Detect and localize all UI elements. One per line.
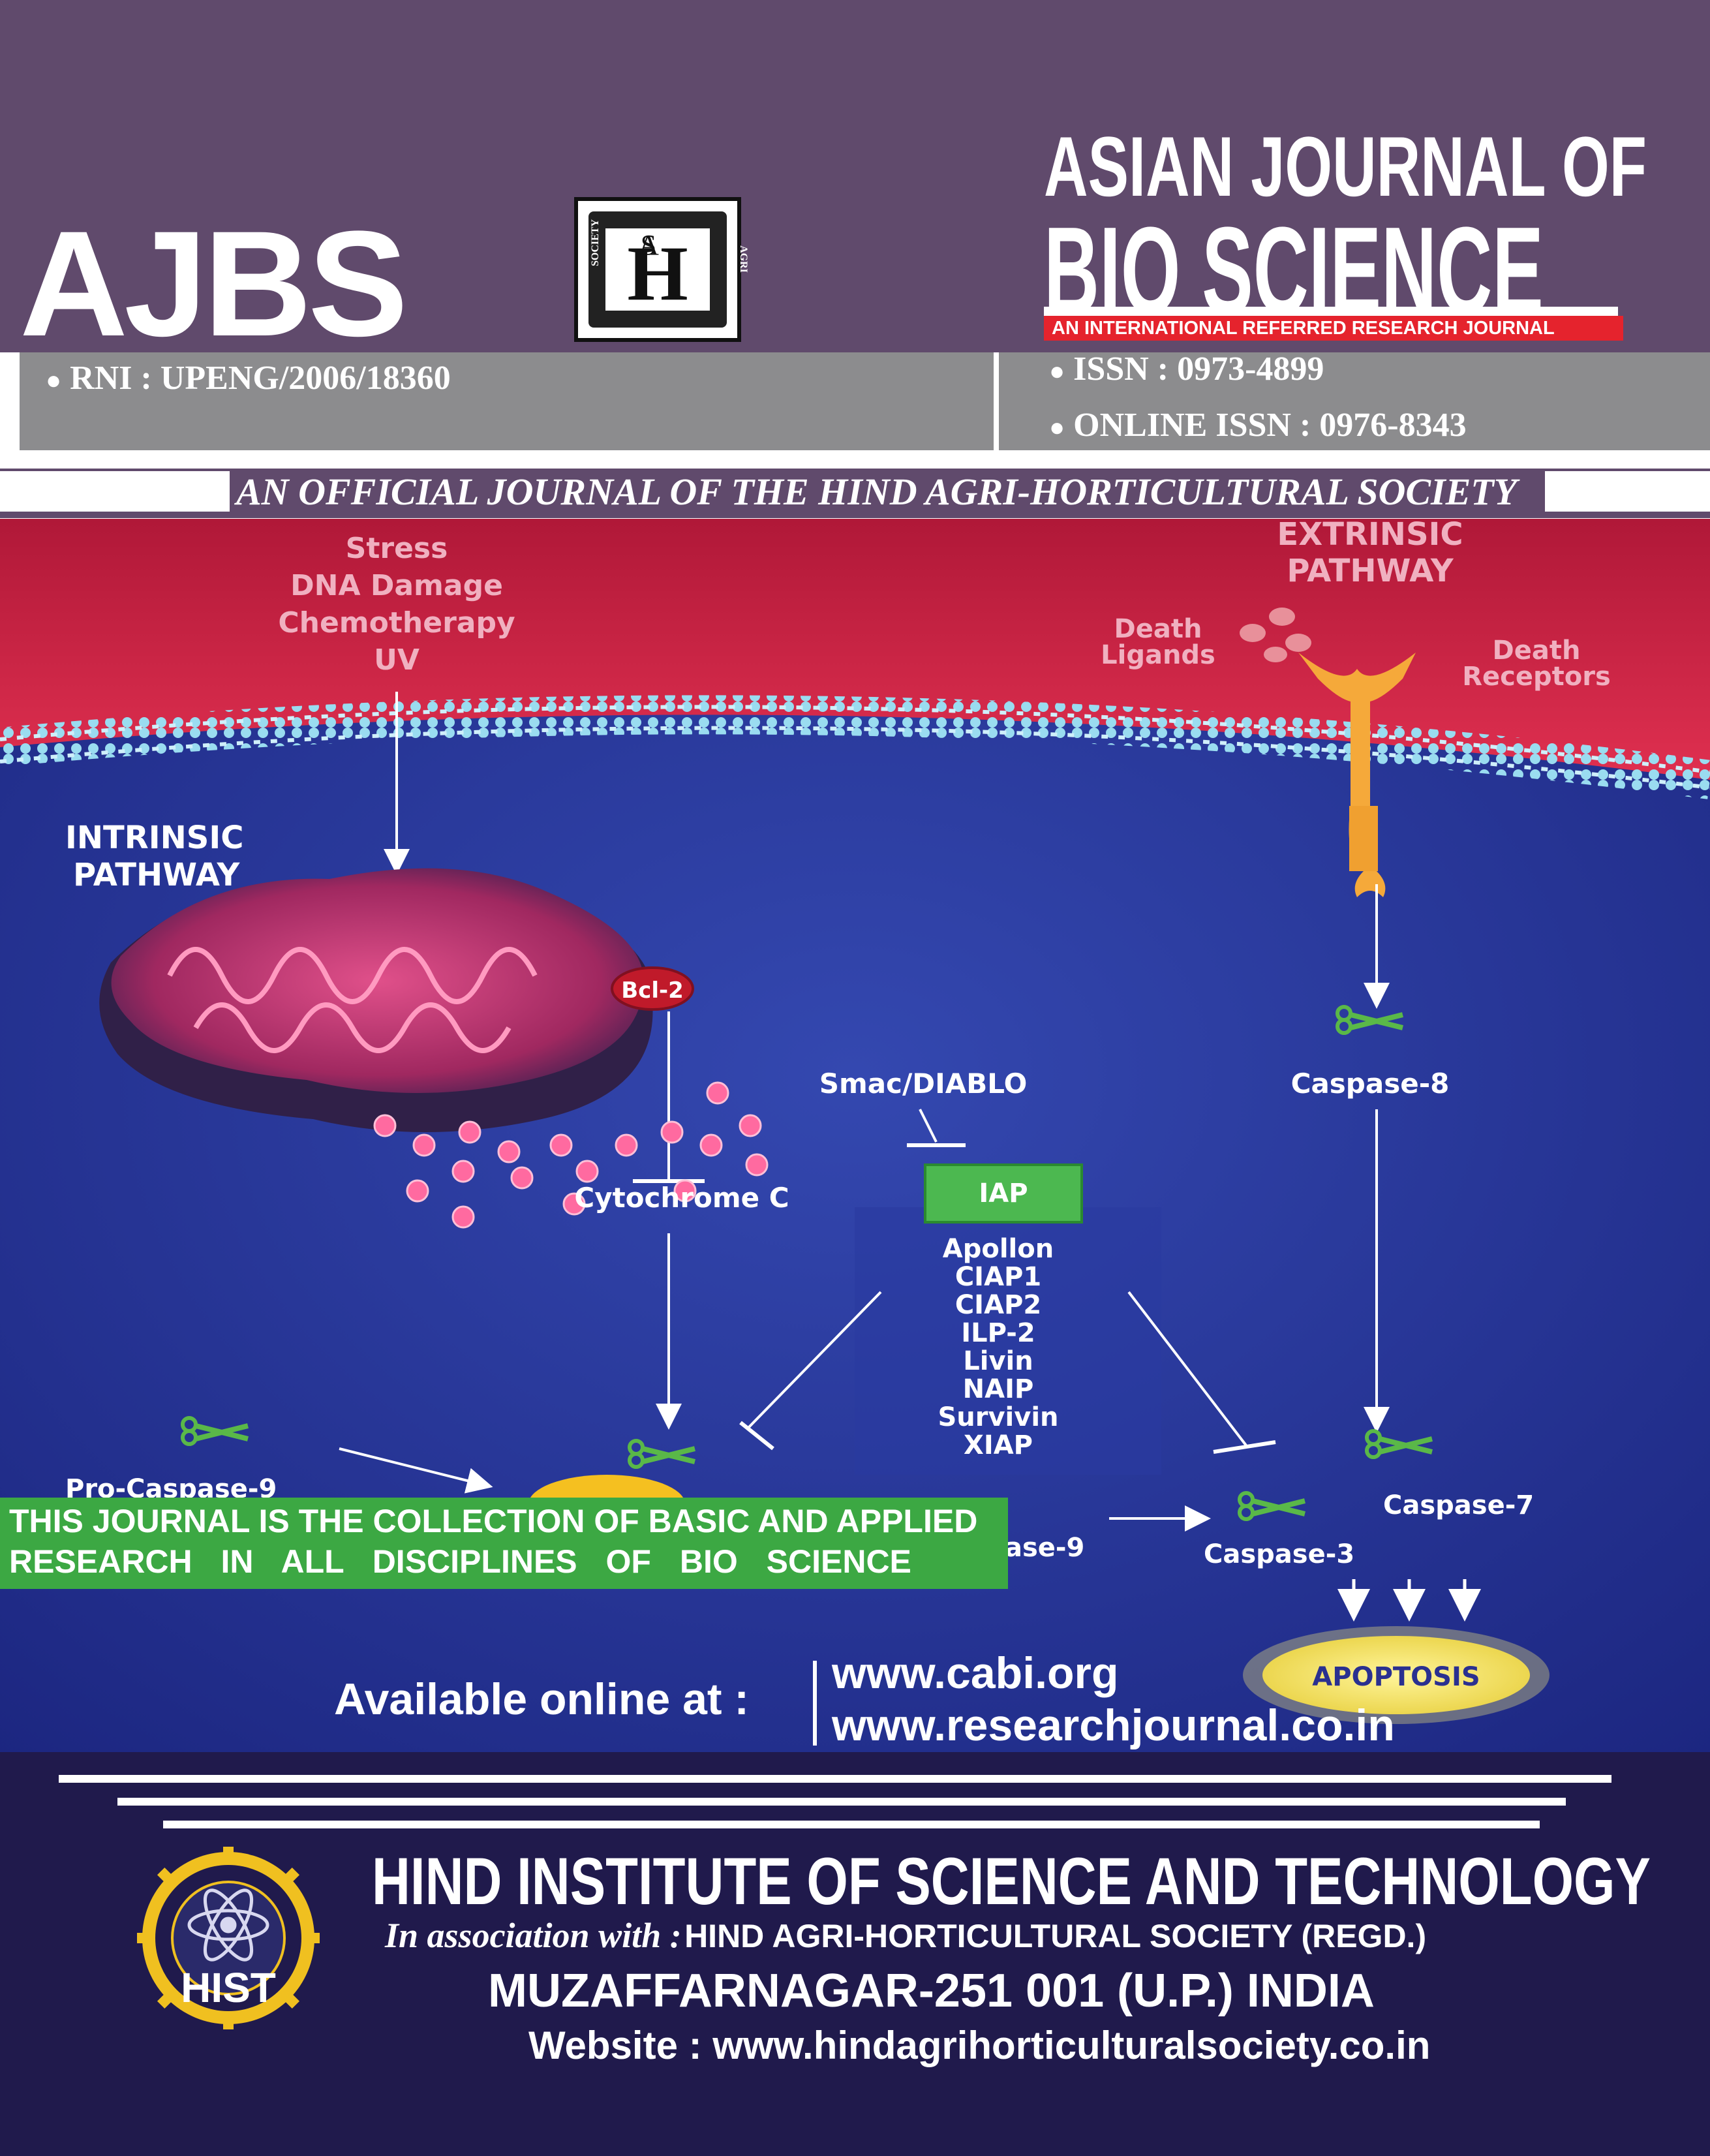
journal-subtitle: AN INTERNATIONAL REFERRED RESEARCH JOURN…	[1052, 318, 1555, 339]
scissors-icon	[628, 1439, 695, 1469]
iap-list-panel	[855, 1207, 1161, 1475]
dna-damage-label: DNA Damage	[290, 569, 503, 602]
logo-letter-s: S	[640, 229, 657, 261]
stress-label: Stress	[346, 532, 448, 565]
death-receptors-label: Death	[1493, 636, 1581, 666]
caspase-8-label: Caspase-8	[1291, 1068, 1450, 1100]
iap-item: Apollon	[943, 1234, 1054, 1264]
death-ligand-particles	[1240, 608, 1311, 662]
iap-item: NAIP	[963, 1374, 1034, 1404]
iap-inhibition-right	[1127, 1291, 1247, 1447]
title-underline	[1044, 307, 1618, 316]
subtitle-bar	[1044, 316, 1623, 341]
issn-number: ● ISSN : 0973-4899	[1049, 350, 1324, 388]
available-online-label: Available online at :	[334, 1674, 750, 1724]
info-band	[20, 352, 1710, 450]
society-logo: H A S HIND HORTICULTURAL SOCIETY AGRI	[574, 197, 749, 342]
bullet-icon: ●	[46, 365, 62, 395]
logo-text-left: SOCIETY	[590, 219, 601, 266]
cabi-link[interactable]: www.cabi.org	[832, 1648, 1119, 1698]
logo-text-bottom: HORTICULTURAL	[611, 201, 704, 212]
iap-item: CIAP2	[955, 1290, 1041, 1320]
logo-text-top: HIND	[642, 201, 673, 214]
bullet-icon: ●	[1049, 356, 1065, 386]
death-ligands-label-2: Ligands	[1101, 640, 1215, 670]
journal-header	[0, 0, 1710, 352]
institute-name: HIND INSTITUTE OF SCIENCE AND TECHNOLOGY	[372, 1844, 1651, 1918]
iap-inhibition-left-bar	[739, 1421, 774, 1451]
scissors-icon	[181, 1416, 249, 1446]
mitochondrion-cristae	[167, 947, 538, 1053]
iap-item: CIAP1	[955, 1262, 1041, 1292]
official-bar-right-block	[1545, 471, 1710, 512]
extrinsic-label: EXTRINSIC	[1277, 519, 1463, 553]
cytochrome-c-label: Cytochrome C	[574, 1182, 789, 1214]
iap-box	[924, 1163, 1083, 1224]
footer-rule-3	[163, 1821, 1540, 1828]
apoptosis-label: APOPTOSIS	[1312, 1662, 1480, 1692]
cytochrome-particles	[373, 1081, 769, 1229]
info-divider	[994, 352, 999, 450]
smac-diablo-label: Smac/DIABLO	[819, 1068, 1028, 1100]
society-website[interactable]: Website : www.hindagrihorticulturalsocie…	[528, 2024, 1431, 2067]
iap-item: Livin	[963, 1346, 1033, 1376]
official-journal-statement: AN OFFICIAL JOURNAL OF THE HIND AGRI-HOR…	[236, 470, 1518, 513]
association-line: In association with : HIND AGRI-HORTICUL…	[385, 1915, 1426, 1956]
iap-item: Survivin	[938, 1402, 1058, 1432]
footer-rule-2	[117, 1798, 1566, 1806]
caspase-7-label: Caspase-7	[1383, 1490, 1534, 1520]
scissors-icon	[1238, 1491, 1305, 1521]
logo-letter-a: A	[638, 229, 659, 261]
association-name: HIND AGRI-HORTICULTURAL SOCIETY (REGD.)	[684, 1918, 1427, 1954]
caspase-3-label: Caspase-3	[1204, 1539, 1354, 1569]
smac-inhibition-line	[919, 1109, 938, 1143]
iap-item: XIAP	[964, 1430, 1033, 1460]
journal-acronym: AJBS	[20, 200, 408, 367]
hist-logo: HIST	[137, 1847, 320, 2029]
iap-inhibition-right-bar	[1213, 1440, 1276, 1454]
iap-item: ILP-2	[961, 1318, 1035, 1348]
death-receptor-stalk	[1349, 806, 1378, 871]
caspase-9-partial-label: ase-9	[1005, 1533, 1084, 1563]
available-online-divider	[813, 1661, 817, 1746]
cell-membrane	[0, 695, 1710, 799]
extrinsic-pathway-label: PATHWAY	[1287, 553, 1454, 589]
scissors-icon	[1336, 1005, 1403, 1035]
chemotherapy-label: Chemotherapy	[278, 606, 515, 639]
death-ligands-label: Death	[1114, 614, 1202, 644]
footer-rule-1	[59, 1775, 1611, 1783]
scissors-icon	[1365, 1429, 1433, 1459]
logo-text-right: AGRI	[738, 245, 750, 273]
scope-banner-line1: THIS JOURNAL IS THE COLLECTION OF BASIC …	[9, 1503, 978, 1539]
online-issn-number: ● ONLINE ISSN : 0976-8343	[1049, 406, 1467, 444]
atom-icon	[187, 1888, 269, 1962]
publisher-address: MUZAFFARNAGAR-251 001 (U.P.) INDIA	[488, 1965, 1375, 2017]
rni-number: ● RNI : UPENG/2006/18360	[46, 359, 451, 397]
official-bar	[0, 469, 1710, 518]
intrinsic-pathway-label: PATHWAY	[73, 857, 240, 893]
uv-label: UV	[374, 643, 420, 677]
iap-label: IAP	[979, 1178, 1028, 1209]
online-issn-text: ONLINE ISSN : 0976-8343	[1073, 407, 1467, 444]
scope-banner	[0, 1498, 1008, 1589]
official-bar-left-block	[0, 471, 230, 512]
bullet-icon: ●	[1049, 412, 1065, 442]
logo-center: H A S	[605, 228, 710, 316]
bcl2-label: Bcl-2	[621, 978, 684, 1004]
rni-text: RNI : UPENG/2006/18360	[70, 360, 451, 397]
logo-letter-h: H	[627, 230, 688, 316]
pro-caspase-arrow	[339, 1447, 493, 1494]
journal-title-line1: ASIAN JOURNAL OF	[1044, 119, 1647, 214]
association-label: In association with :	[385, 1916, 682, 1955]
apoptosis-badge	[1262, 1636, 1530, 1714]
iap-inhibition-left	[746, 1291, 882, 1430]
researchjournal-link[interactable]: www.researchjournal.co.in	[832, 1701, 1395, 1750]
intrinsic-label: INTRINSIC	[65, 820, 243, 856]
death-receptor	[1298, 653, 1416, 897]
issn-text: ISSN : 0973-4899	[1073, 350, 1324, 388]
death-receptors-label-2: Receptors	[1462, 662, 1611, 692]
hist-logo-text: HIST	[181, 1964, 276, 2011]
scope-banner-line2: RESEARCH IN ALL DISCIPLINES OF BIO SCIEN…	[9, 1543, 911, 1580]
bcl2-protein	[611, 966, 694, 1011]
